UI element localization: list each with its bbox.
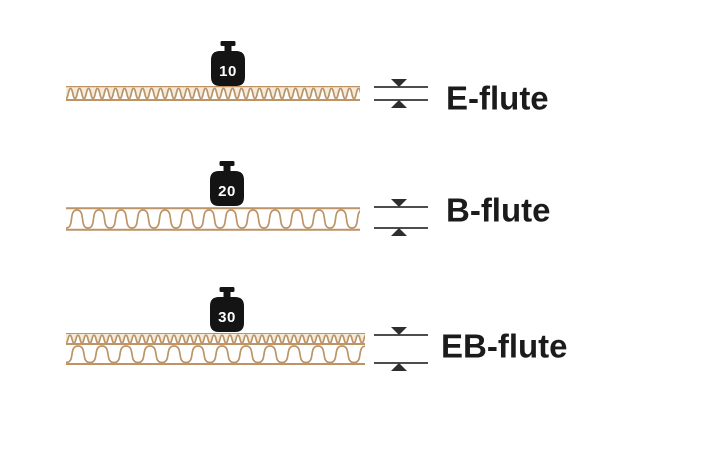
weight-shape-icon (210, 287, 244, 332)
thickness-indicator (374, 327, 428, 371)
corrugated-board-b-flute (66, 207, 360, 231)
weight-value: 30 (218, 309, 236, 326)
weight-shape-icon (211, 41, 245, 86)
flute-wave (66, 334, 365, 344)
weight-value: 20 (218, 183, 236, 200)
arrow-up-icon (391, 363, 407, 371)
flute-wave (66, 87, 360, 100)
corrugated-board-e-flute (66, 86, 360, 101)
arrow-up-icon (391, 100, 407, 108)
flute-wave (66, 209, 360, 229)
flute-wave (66, 345, 365, 364)
weight-shape-icon (210, 161, 244, 206)
arrow-up-icon (391, 228, 407, 236)
thickness-indicator (374, 79, 428, 108)
weight-value: 10 (219, 63, 237, 80)
weight-icon: 10 (210, 41, 246, 87)
arrow-down-icon (391, 199, 407, 207)
flute-label: B-flute (446, 191, 551, 229)
corrugated-board-eb-flute (66, 333, 365, 365)
thickness-indicator (374, 199, 428, 236)
weight-icon: 20 (209, 161, 245, 207)
flute-label: EB-flute (441, 327, 568, 365)
arrow-down-icon (391, 79, 407, 87)
weight-icon: 30 (209, 287, 245, 333)
arrow-down-icon (391, 327, 407, 335)
flute-label: E-flute (446, 79, 549, 117)
